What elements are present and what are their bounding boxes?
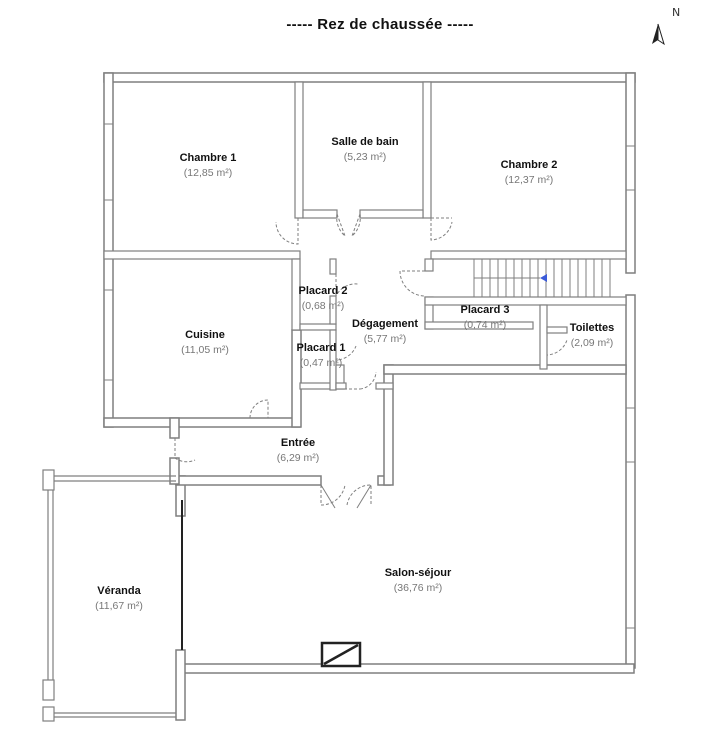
room-area: (12,37 m²) xyxy=(504,174,554,186)
veranda-structure xyxy=(42,469,176,722)
room-area: (5,23 m²) xyxy=(343,151,387,163)
room-salle-de-bain: Salle de bain (5,23 m²) xyxy=(331,136,398,163)
room-name: Toilettes xyxy=(569,322,615,334)
room-degagement: Dégagement (5,77 m²) xyxy=(352,318,418,345)
room-entree: Entrée (6,29 m²) xyxy=(277,437,320,464)
room-area: (2,09 m²) xyxy=(570,337,614,349)
room-name: Cuisine xyxy=(185,329,225,341)
room-chambre-2: Chambre 2 (12,37 m²) xyxy=(501,159,558,186)
room-cuisine: Cuisine (11,05 m²) xyxy=(181,329,229,356)
room-area: (6,29 m²) xyxy=(276,452,320,464)
room-name: Entrée xyxy=(280,437,316,449)
room-area: (0,47 m²) xyxy=(299,357,343,369)
door-leaves xyxy=(320,484,372,509)
room-name: Placard 3 xyxy=(460,304,510,316)
room-area: (11,67 m²) xyxy=(95,600,143,612)
room-area: (0,74 m²) xyxy=(463,319,507,331)
room-name: Placard 1 xyxy=(296,342,346,354)
windows xyxy=(104,123,635,629)
room-name: Placard 2 xyxy=(298,285,348,297)
room-area: (5,77 m²) xyxy=(363,333,407,345)
room-name: Salle de bain xyxy=(331,136,399,148)
room-area: (0,68 m²) xyxy=(301,300,345,312)
room-area: (12,85 m²) xyxy=(183,167,233,179)
room-placard-1: Placard 1 (0,47 m²) xyxy=(297,342,346,369)
north-arrow-icon xyxy=(652,23,665,46)
room-name: Salon-séjour xyxy=(384,567,452,579)
door-swings xyxy=(174,213,568,506)
room-salon-sejour: Salon-séjour (36,76 m²) xyxy=(385,567,452,594)
outer-walls xyxy=(103,72,636,721)
room-area: (36,76 m²) xyxy=(393,582,443,594)
room-name: Chambre 2 xyxy=(500,159,558,171)
room-toilettes: Toilettes (2,09 m²) xyxy=(570,322,614,349)
room-chambre-1: Chambre 1 (12,85 m²) xyxy=(180,152,237,179)
north-label: N xyxy=(672,6,681,19)
room-name: Dégagement xyxy=(351,318,419,330)
room-veranda: Véranda (11,67 m²) xyxy=(95,585,143,612)
stair-arrow-icon xyxy=(540,274,547,282)
room-placard-3: Placard 3 (0,74 m²) xyxy=(461,304,510,331)
staircase xyxy=(473,259,611,297)
room-name: Véranda xyxy=(97,585,141,597)
interior-walls xyxy=(103,81,627,391)
room-placard-2: Placard 2 (0,68 m²) xyxy=(299,285,348,312)
plan-title: ----- Rez de chaussée ----- xyxy=(286,16,474,33)
fireplace-icon xyxy=(320,641,362,668)
room-area: (11,05 m²) xyxy=(181,344,229,356)
room-name: Chambre 1 xyxy=(179,152,237,164)
